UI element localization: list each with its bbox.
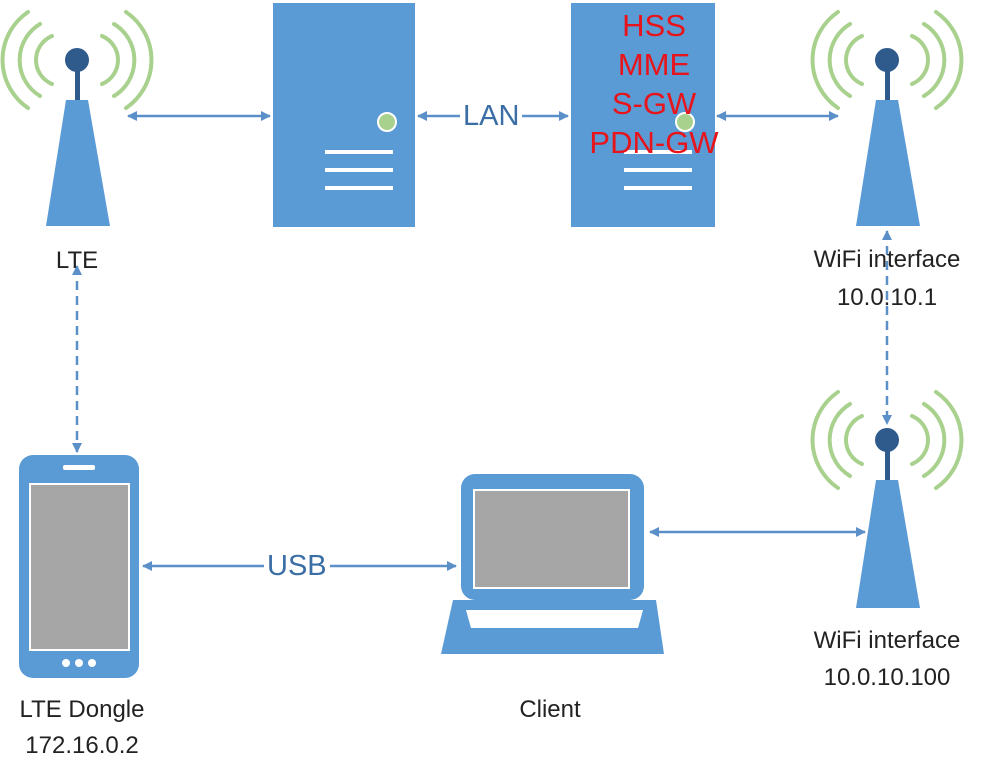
wifi-top-label-name: WiFi interface <box>813 246 961 273</box>
epc-functions: HSS MME S-GW PDN-GW <box>580 6 728 162</box>
epc-function-pdngw: PDN-GW <box>589 125 719 160</box>
laptop-icon <box>441 474 664 654</box>
lte-dongle-label-ip: 172.16.0.2 <box>25 732 139 759</box>
server-left-icon <box>273 3 415 227</box>
wifi-tower-top-icon <box>810 10 964 226</box>
lte-tower-label: LTE <box>55 247 99 274</box>
wifi-top-label-ip: 10.0.10.1 <box>836 284 938 311</box>
wifi-bottom-label-name: WiFi interface <box>813 627 961 654</box>
epc-function-sgw: S-GW <box>611 86 697 121</box>
server-epc-icon <box>571 3 715 227</box>
epc-function-hss: HSS <box>622 8 686 43</box>
smartphone-icon <box>19 455 139 678</box>
lte-dongle-label-name: LTE Dongle <box>19 696 145 723</box>
client-label: Client <box>519 696 581 723</box>
epc-function-mme: MME <box>617 47 691 82</box>
lan-label: LAN <box>460 100 523 132</box>
wifi-tower-bottom-icon <box>810 390 964 608</box>
usb-label: USB <box>264 550 330 582</box>
wifi-bottom-label-ip: 10.0.10.100 <box>823 664 951 691</box>
lte-tower-icon <box>0 10 154 226</box>
